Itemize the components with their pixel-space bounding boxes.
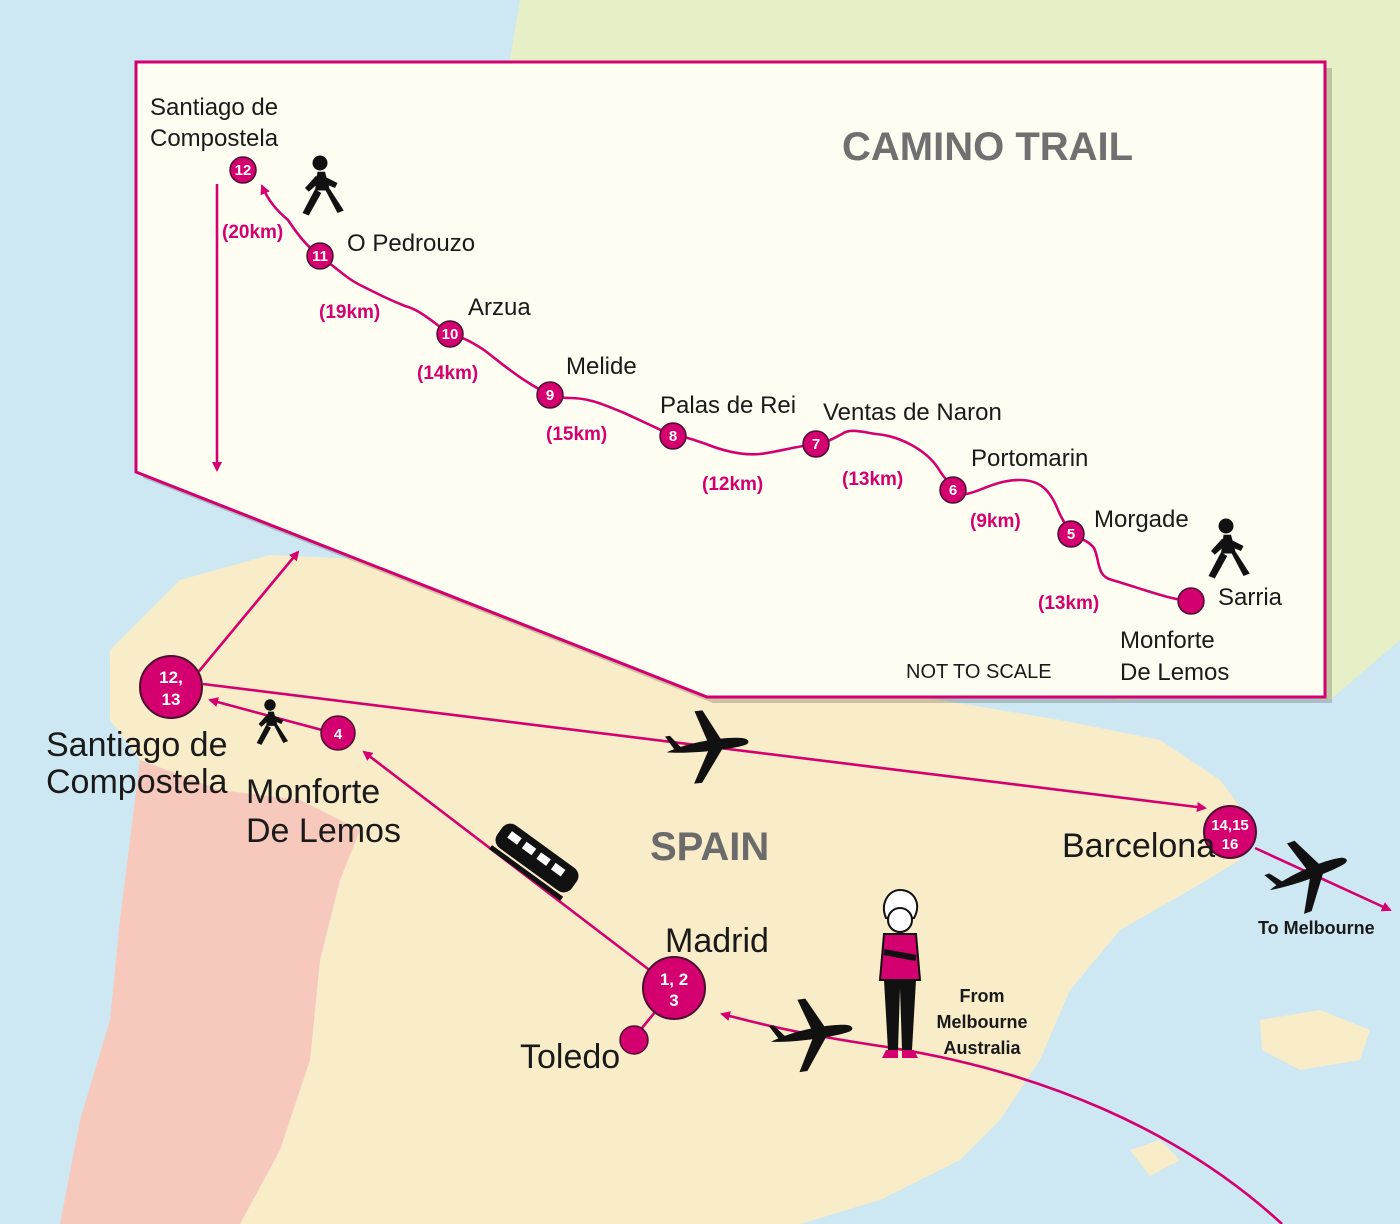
monforte-num: 4 [334, 726, 343, 743]
santiago-label-2: Compostela [46, 763, 228, 801]
route-monforte-santiago [208, 697, 323, 732]
stop-number: 9 [546, 387, 554, 404]
trail-path [260, 184, 1192, 603]
from-label-3: Australia [943, 1038, 1021, 1058]
stop-number: 7 [812, 436, 820, 453]
madrid-label: Madrid [665, 922, 769, 960]
stop-region-label-1: Monforte [1120, 627, 1215, 654]
stop-name: Portomarin [971, 445, 1088, 472]
barcelona-label: Barcelona [1062, 827, 1215, 865]
inset-title: CAMINO TRAIL [842, 125, 1133, 169]
distance-label: (19km) [319, 302, 380, 323]
to-label: To Melbourne [1258, 918, 1375, 938]
stop-name: Melide [566, 353, 637, 380]
spain-land [110, 555, 1250, 1224]
stop-marker[interactable] [659, 422, 687, 450]
stop-marker[interactable] [306, 242, 334, 270]
stop-sarria-label: Sarria [1218, 584, 1283, 611]
stop-number: 11 [312, 248, 328, 265]
monforte-label-2: De Lemos [246, 812, 401, 850]
distance-label: (13km) [1038, 593, 1099, 614]
route-santiago-inset [193, 550, 300, 677]
stop-marker[interactable] [229, 156, 257, 184]
madrid-num-2: 3 [669, 991, 678, 1010]
inset-panel: CAMINO TRAIL NOT TO SCALE Sarria Monfort… [134, 60, 1332, 703]
traveller-figure [878, 888, 922, 1058]
stop-number: 10 [442, 326, 459, 343]
main-icons [256, 699, 1360, 1076]
stop-sarria-marker[interactable] [1177, 587, 1205, 615]
toledo-label: Toledo [520, 1038, 620, 1076]
stop-marker[interactable] [939, 476, 967, 504]
barcelona-marker[interactable] [1203, 805, 1257, 859]
stop-number: 6 [949, 482, 957, 499]
toledo-marker[interactable] [619, 1025, 649, 1055]
stop-marker[interactable] [802, 430, 830, 458]
stop-name: Morgade [1094, 506, 1189, 533]
from-label-1: From [960, 986, 1005, 1006]
stop-name: Ventas de Naron [823, 399, 1002, 426]
barcelona-num-2: 16 [1222, 836, 1239, 853]
stop-number: 12 [235, 162, 252, 179]
monforte-marker[interactable] [320, 715, 356, 751]
distance-label: (20km) [222, 222, 283, 243]
stop-end-label-1: Santiago de [150, 94, 278, 121]
distance-label: (12km) [702, 474, 763, 495]
stop-name: Arzua [468, 294, 531, 321]
inset-note: NOT TO SCALE [906, 661, 1052, 683]
stop-marker[interactable] [536, 381, 564, 409]
distance-label: (13km) [842, 469, 903, 490]
train-icon [489, 823, 579, 901]
stop-name: O Pedrouzo [347, 230, 475, 257]
from-label-2: Melbourne [936, 1012, 1027, 1032]
santiago-num-2: 13 [162, 690, 181, 709]
stop-marker[interactable] [436, 320, 464, 348]
menorca-island [1130, 1140, 1180, 1176]
stop-marker[interactable] [1057, 520, 1085, 548]
stop-number: 5 [1067, 526, 1075, 543]
stop-end-label-2: Compostela [150, 125, 279, 152]
stop-region-label-2: De Lemos [1120, 659, 1229, 686]
stop-number: 8 [669, 428, 677, 445]
main-markers: 12, 13 4 1, 2 3 14,15 16 [139, 655, 1257, 1055]
inset-background [134, 60, 1327, 699]
santiago-label-1: Santiago de [46, 726, 228, 764]
portugal-land [60, 760, 360, 1224]
santiago-num-1: 12, [159, 668, 183, 687]
stop-name: Palas de Rei [660, 392, 796, 419]
distance-label: (15km) [546, 424, 607, 445]
monforte-label-1: Monforte [246, 773, 380, 811]
barcelona-num-1: 14,15 [1211, 817, 1249, 834]
distance-label: (9km) [970, 511, 1021, 532]
distance-label: (14km) [417, 363, 478, 384]
mallorca-island [1260, 1010, 1370, 1070]
madrid-marker[interactable] [642, 956, 706, 1020]
country-label: SPAIN [650, 825, 769, 869]
main-labels: Santiago de Compostela Monforte De Lemos… [46, 726, 1375, 1076]
madrid-num-1: 1, 2 [660, 970, 688, 989]
santiago-marker[interactable] [139, 655, 203, 719]
route-barcelona-out [1254, 846, 1392, 912]
